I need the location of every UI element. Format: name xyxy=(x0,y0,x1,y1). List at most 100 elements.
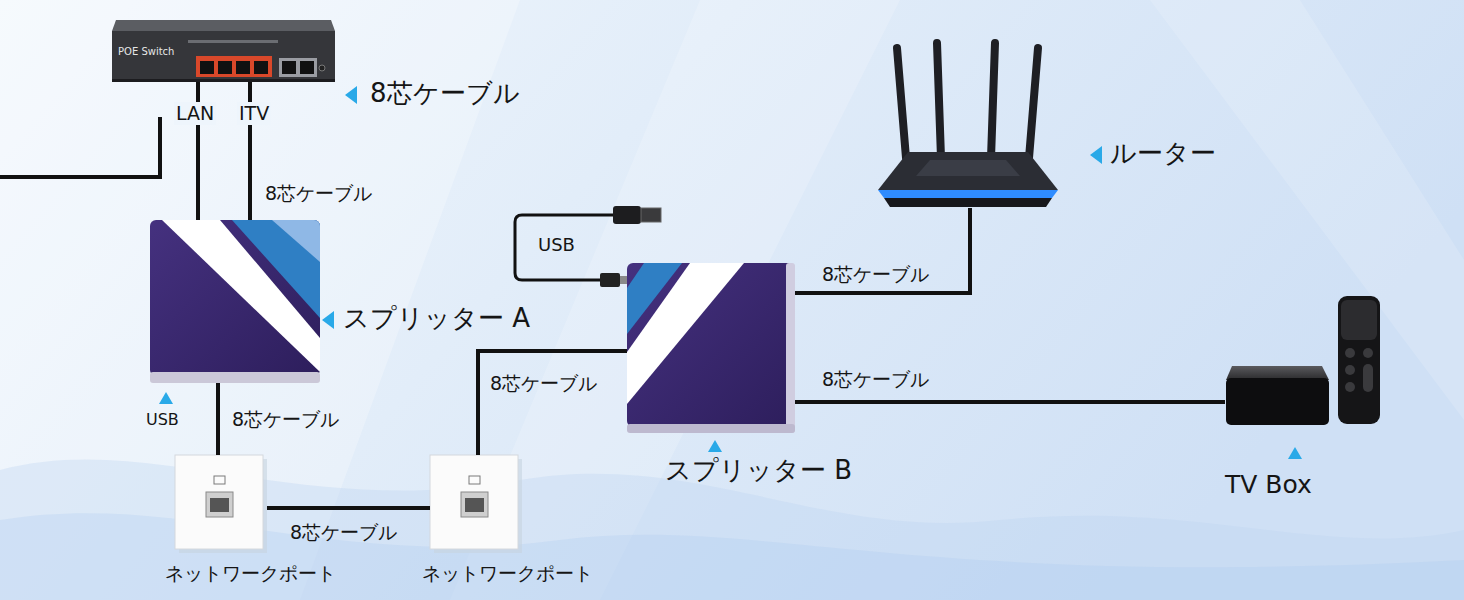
remote-button xyxy=(1345,365,1355,375)
port-strip xyxy=(196,56,272,77)
cable-connector xyxy=(795,400,1225,404)
pointer-triangle xyxy=(1288,447,1302,459)
network-port: ネットワークポート xyxy=(430,455,522,550)
blue-stripe xyxy=(627,263,682,334)
network-port: ネットワークポート xyxy=(175,455,267,550)
port-plate xyxy=(430,455,518,549)
remote-button xyxy=(1345,382,1355,392)
rj45-hole xyxy=(210,498,229,512)
cable-connector xyxy=(478,351,627,455)
cable-label: 8芯ケーブル xyxy=(822,263,929,286)
pointer-triangle xyxy=(1090,146,1102,164)
router-body xyxy=(878,152,1058,190)
switch-front xyxy=(112,31,335,82)
cable-callout: 8芯ケーブル xyxy=(370,78,520,109)
usb-label: USB xyxy=(538,234,575,256)
usb-wire xyxy=(515,215,615,280)
router-base xyxy=(884,198,1052,207)
node-label: スプリッター B xyxy=(665,455,852,486)
switch-edge xyxy=(112,79,335,82)
cable-wire xyxy=(0,117,160,177)
splitter-a: スプリッター A xyxy=(150,220,320,383)
cable-label: 8芯ケーブル xyxy=(822,368,929,391)
port-icon xyxy=(469,476,480,484)
white-stripe xyxy=(627,263,744,404)
tv-box-top xyxy=(1226,366,1329,380)
switch-marking xyxy=(188,40,278,43)
micro-usb-tip xyxy=(620,276,627,284)
tv-box-illustration xyxy=(1226,296,1380,425)
node-label: ネットワークポート xyxy=(422,562,593,585)
rj45-socket xyxy=(206,492,233,517)
poe-switch: POE Switch xyxy=(110,20,335,82)
pointer-triangle xyxy=(708,440,722,452)
switch-port xyxy=(200,61,214,74)
switch-port xyxy=(218,61,232,74)
router-glow xyxy=(878,190,1058,198)
white-stripe xyxy=(162,220,320,372)
remote xyxy=(1338,296,1380,424)
wall-port-illustration xyxy=(430,455,522,553)
splitter-base xyxy=(150,372,320,383)
remote-touchpad xyxy=(1341,300,1377,340)
splitter-body xyxy=(150,220,320,376)
uplink-frame xyxy=(279,58,317,77)
node-label: ルーター xyxy=(1110,138,1216,169)
usb-cable-illustration xyxy=(515,206,661,287)
cable-connector xyxy=(795,208,970,293)
light-blue-stripe xyxy=(272,220,320,262)
uplink-port xyxy=(282,61,296,74)
remote-button xyxy=(1345,348,1355,358)
poe-switch-illustration xyxy=(112,20,335,82)
cable-label: LAN xyxy=(174,102,216,125)
splitter-side xyxy=(786,263,795,433)
antenna xyxy=(1029,48,1038,158)
antenna xyxy=(897,48,906,158)
node-label: TV Box xyxy=(1225,470,1312,500)
router-illustration xyxy=(878,43,1058,207)
cable-label: 8芯ケーブル xyxy=(265,182,372,205)
rj45-hole xyxy=(465,498,484,512)
light-streak xyxy=(1150,0,1464,420)
cable-label: 8芯ケーブル xyxy=(232,408,339,431)
uplink-port xyxy=(300,61,314,74)
pointer-triangle xyxy=(159,392,173,404)
pointer-triangle xyxy=(345,86,357,104)
port-plate xyxy=(175,455,263,549)
cable-connector xyxy=(267,506,430,510)
router: ルーター xyxy=(878,40,1058,208)
wall-port-illustration xyxy=(175,455,267,553)
antenna xyxy=(937,43,941,158)
cable-connector xyxy=(216,383,220,455)
node-label: ネットワークポート xyxy=(165,562,336,585)
splitter-body xyxy=(627,263,795,427)
usb-plug xyxy=(613,206,641,224)
splitter-b: スプリッター B xyxy=(627,263,795,433)
pointer-triangle xyxy=(322,311,334,329)
rj45-socket xyxy=(461,492,488,517)
cable-label: 8芯ケーブル xyxy=(490,372,597,395)
cable-label: 8芯ケーブル xyxy=(290,521,397,544)
cable-label: ITV xyxy=(237,102,271,125)
port-icon xyxy=(214,476,225,484)
usb-plug-metal xyxy=(641,208,661,222)
splitter-b-illustration xyxy=(627,263,795,433)
usb-label: USB xyxy=(146,410,179,429)
remote-button xyxy=(1363,348,1373,358)
antenna xyxy=(991,43,995,158)
router-top xyxy=(916,160,1020,176)
tv-box: TV Box xyxy=(1225,295,1382,427)
switch-port xyxy=(254,61,268,74)
node-label: スプリッター A xyxy=(343,303,530,334)
splitter-a-illustration xyxy=(150,220,320,383)
node-label: POE Switch xyxy=(118,46,174,58)
remote-volume xyxy=(1363,364,1373,392)
switch-top xyxy=(112,20,335,31)
switch-port xyxy=(236,61,250,74)
blue-stripe xyxy=(232,220,320,318)
power-jack xyxy=(319,65,325,71)
